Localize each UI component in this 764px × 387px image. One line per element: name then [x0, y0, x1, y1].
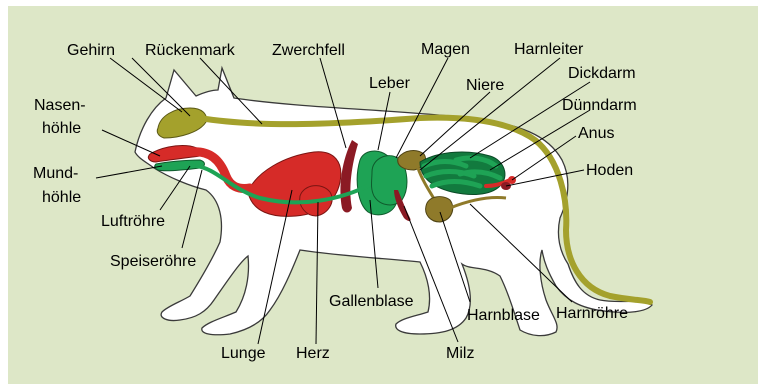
label-hoden: Hoden	[586, 162, 633, 179]
label-mundhoehle-line1: Mund-	[33, 165, 78, 182]
label-anus: Anus	[578, 125, 614, 142]
label-duenndarm: Dünndarm	[562, 97, 637, 114]
label-leber: Leber	[369, 75, 411, 92]
bladder-shape	[426, 197, 453, 222]
label-rueckenmark: Rückenmark	[145, 42, 236, 59]
label-harnblase: Harnblase	[467, 307, 540, 324]
label-milz: Milz	[446, 345, 474, 362]
label-nasenhoehle-line1: Nasen-	[34, 97, 86, 114]
label-dickdarm: Dickdarm	[568, 65, 636, 82]
label-nasenhoehle-line2: höhle	[42, 120, 81, 137]
label-herz: Herz	[296, 345, 330, 362]
label-harnroehre: Harnröhre	[556, 305, 628, 322]
label-niere: Niere	[466, 77, 504, 94]
label-harnleiter: Harnleiter	[514, 41, 584, 58]
label-zwerchfell: Zwerchfell	[272, 42, 345, 59]
leader-mundhoehle	[96, 166, 162, 178]
label-gehirn: Gehirn	[67, 42, 115, 59]
label-lunge: Lunge	[221, 345, 266, 362]
label-magen: Magen	[421, 41, 470, 58]
label-luftroehre: Luftröhre	[101, 213, 165, 230]
label-mundhoehle-line2: höhle	[42, 189, 81, 206]
label-speiseroehre: Speiseröhre	[110, 253, 196, 270]
label-gallenblase: Gallenblase	[329, 293, 414, 310]
